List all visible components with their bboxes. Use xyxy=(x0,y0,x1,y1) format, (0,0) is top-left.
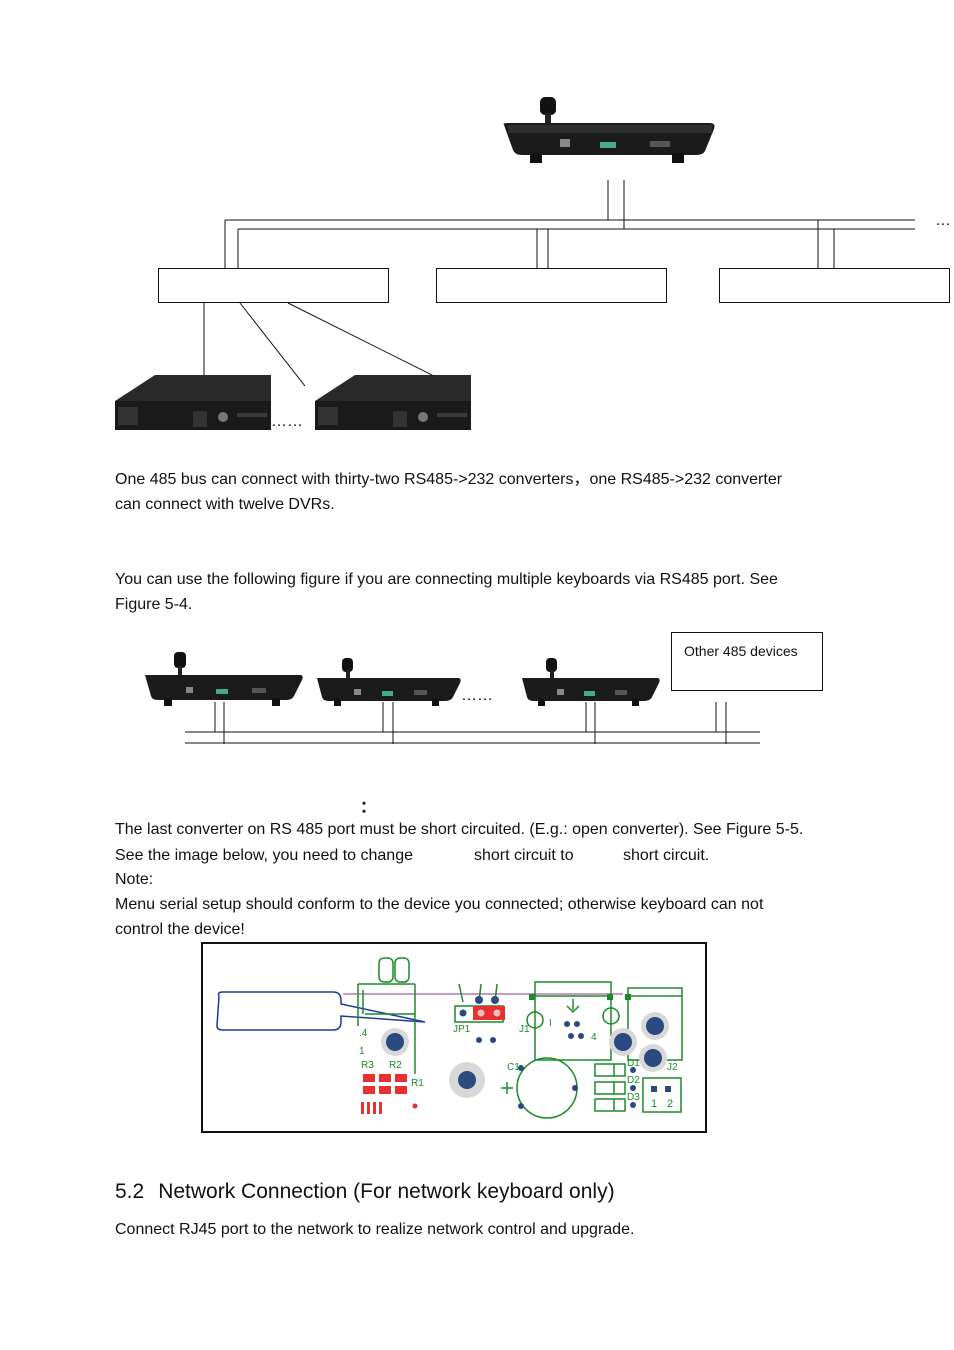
note-line2: control the device! xyxy=(115,921,245,938)
pcb-label-pin4: .4 xyxy=(359,1028,368,1039)
figure-top-topology: … …… xyxy=(0,0,954,440)
pcb-label-j1: J1 xyxy=(519,1024,530,1035)
rs485-bus-lines xyxy=(203,180,915,388)
paragraph-short-circuit-line2b: short circuit to xyxy=(474,847,574,864)
pcb-board-drawing xyxy=(216,957,683,1119)
pcb-label-r2: R2 xyxy=(389,1060,402,1071)
converter-box-1 xyxy=(158,268,389,303)
keyboard-device-icon xyxy=(503,97,715,163)
keyboard-device-icon xyxy=(145,652,303,706)
keyboard-device-icon xyxy=(522,658,660,706)
pcb-label-j2-pin2: 2 xyxy=(667,1098,674,1110)
paragraph-network-connection: Connect RJ45 port to the network to real… xyxy=(115,1221,635,1238)
other-485-devices-label: Other 485 devices xyxy=(684,643,798,659)
paragraph-short-circuit-line1: The last converter on RS 485 port must b… xyxy=(115,821,804,838)
pcb-label-jp1: JP1 xyxy=(453,1024,471,1035)
pcb-label-c1: C1 xyxy=(507,1062,520,1073)
paragraph-bus-capacity-line1: One 485 bus can connect with thirty-two … xyxy=(115,471,783,488)
pcb-label-r1: R1 xyxy=(411,1078,424,1089)
rs485-bus-lines-middle xyxy=(185,702,760,744)
pcb-label-d2: D2 xyxy=(627,1075,640,1086)
paragraph-bus-capacity-line2: can connect with twelve DVRs. xyxy=(115,496,335,513)
section-heading: 5.2 Network Connection (For network keybo… xyxy=(115,1180,615,1204)
section-title: Network Connection (For network keyboard… xyxy=(158,1180,615,1203)
paragraph-short-circuit-line2c: short circuit. xyxy=(623,847,710,864)
section-number: 5.2 xyxy=(115,1180,145,1203)
paragraph-short-circuit-line2a: See the image below, you need to change xyxy=(115,847,413,864)
keyboard-device-icon xyxy=(317,658,461,706)
converter-box-2 xyxy=(436,268,667,303)
dvr-device-icon xyxy=(115,375,271,430)
pcb-label-d3: D3 xyxy=(627,1092,640,1103)
pcb-label-d1: D1 xyxy=(627,1058,640,1069)
colon-mark: ： xyxy=(360,799,377,816)
pcb-label-pin1: 1 xyxy=(359,1046,365,1057)
paragraph-multiple-keyboards-line2: Figure 5-4. xyxy=(115,596,193,613)
pcb-label-j1-i: I xyxy=(549,1018,552,1029)
paragraph-multiple-keyboards-line1: You can use the following figure if you … xyxy=(115,571,778,588)
pcb-figure: JP1 J1 J2 R3 R2 R1 C1 D1 D2 D3 .4 1 1 2 … xyxy=(201,942,707,1133)
ellipsis-dvr: …… xyxy=(271,413,303,430)
pcb-label-j1-4: 4 xyxy=(591,1032,597,1043)
note-label: Note: xyxy=(115,871,154,888)
note-line1: Menu serial setup should conform to the … xyxy=(115,896,764,913)
ellipsis-keyboards: …… xyxy=(461,687,493,704)
converter-box-3 xyxy=(719,268,950,303)
figure-middle-keyboards: …… Other 485 devices xyxy=(0,620,954,760)
pcb-label-r3: R3 xyxy=(361,1060,374,1071)
other-485-devices-box: Other 485 devices xyxy=(671,632,823,691)
pcb-label-j2-pin1: 1 xyxy=(651,1098,658,1110)
dvr-device-icon xyxy=(315,375,471,430)
pcb-label-j2: J2 xyxy=(667,1062,678,1073)
ellipsis-right: … xyxy=(935,212,951,229)
